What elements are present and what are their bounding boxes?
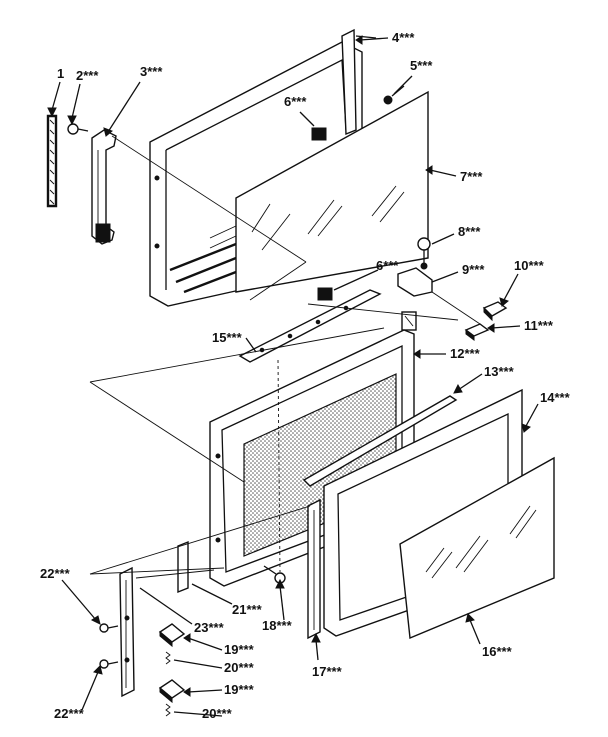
label-part-4: 4*** (392, 30, 415, 45)
part-19-clip-lower (158, 679, 186, 704)
part-5-screw (383, 85, 405, 105)
label-part-21: 21*** (232, 602, 263, 617)
label-part-1: 1 (57, 66, 64, 81)
part-10-block (482, 301, 508, 322)
label-part-9: 9*** (462, 262, 485, 277)
part-7-outer-glass (235, 90, 429, 293)
part-3-door-handle (91, 129, 117, 245)
label-part-16: 16*** (482, 644, 513, 659)
label-part-6-upper: 6*** (284, 94, 307, 109)
alignment-lines (89, 135, 481, 579)
label-part-15: 15*** (212, 330, 243, 345)
label-part-20-lower: 20*** (202, 706, 233, 721)
label-part-5: 5*** (410, 58, 433, 73)
part-4-hinge-bracket (341, 28, 377, 136)
label-part-8: 8*** (458, 224, 481, 239)
callout-arrows (47, 35, 539, 717)
part-11-block (464, 323, 490, 341)
part-6-spacer-upper (311, 127, 327, 141)
part-1-handle-trim (46, 114, 58, 208)
part-22-screw-lower (99, 659, 119, 669)
part-8-clip (417, 237, 431, 270)
label-part-10: 10*** (514, 258, 545, 273)
part-23-hinge-plate (119, 566, 135, 698)
part-13-trim-strip (302, 395, 458, 487)
part-18-screw (263, 565, 286, 584)
label-part-12: 12*** (450, 346, 481, 361)
part-20-spring-upper (165, 651, 171, 665)
part-6-spacer-lower (317, 287, 333, 301)
label-part-17: 17*** (312, 664, 343, 679)
label-part-22-lower: 22*** (54, 706, 85, 721)
label-part-14: 14*** (540, 390, 571, 405)
label-part-19-upper: 19*** (224, 642, 255, 657)
part-9-hinge-assembly (397, 267, 433, 331)
part-labels: 1 2*** 3*** 4*** 5*** 6*** 7*** 8*** 6**… (40, 30, 571, 721)
label-part-13: 13*** (484, 364, 515, 379)
label-part-7: 7*** (460, 169, 483, 184)
part-20-spring-lower (165, 703, 171, 717)
label-part-23: 23*** (194, 620, 225, 635)
label-part-20-upper: 20*** (224, 660, 255, 675)
label-part-19-lower: 19*** (224, 682, 255, 697)
part-17-side-strip (307, 498, 321, 640)
part-19-clip-upper (158, 623, 186, 648)
part-2-screw (67, 123, 89, 135)
label-part-2: 2*** (76, 68, 99, 83)
part-16-inner-glass (399, 456, 555, 640)
label-part-6-lower: 6*** (376, 258, 399, 273)
part-22-screw-upper (99, 623, 119, 633)
label-part-18: 18*** (262, 618, 293, 633)
label-part-11: 11*** (524, 318, 554, 333)
label-part-22-upper: 22*** (40, 566, 71, 581)
part-21-small-strip (177, 540, 189, 594)
label-part-3: 3*** (140, 64, 163, 79)
